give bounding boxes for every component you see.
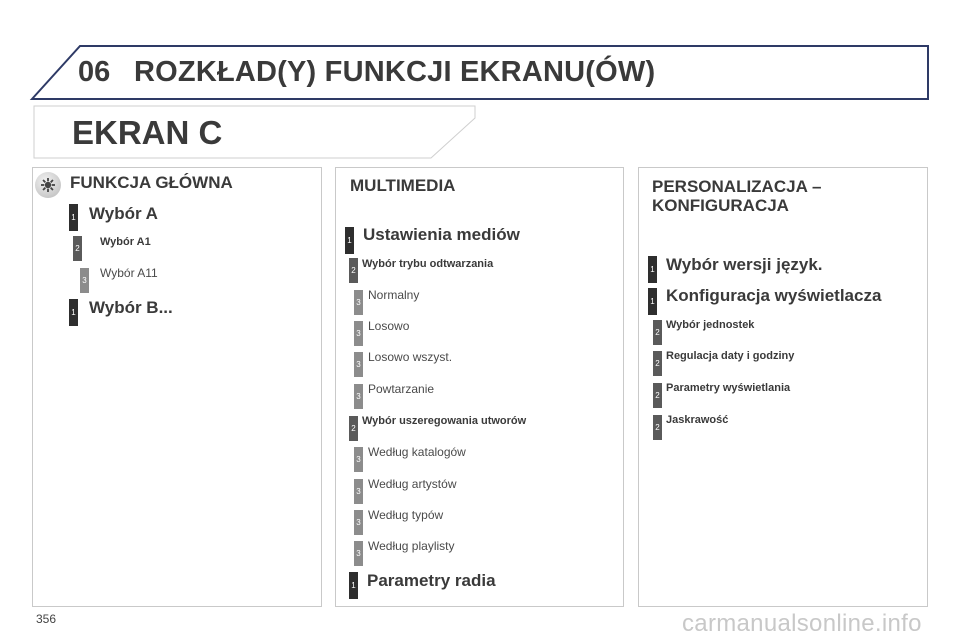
level-3-badge: 3 [80,268,89,293]
level-3-badge: 3 [354,321,363,346]
panel-title-multimedia: MULTIMEDIA [350,176,456,195]
panel-title-personalization: PERSONALIZACJA – [652,177,822,196]
level-3-badge: 3 [354,541,363,566]
level-2-badge: 2 [349,416,358,441]
menu-item-label: Ustawienia mediów [363,225,520,244]
level-2-badge: 2 [349,258,358,283]
level-1-badge: 1 [345,227,354,254]
page-number: 356 [36,612,57,626]
menu-item-label: Losowo [368,319,410,333]
menu-item-label: Konfiguracja wyświetlacza [666,286,882,305]
level-1-badge: 1 [349,572,358,599]
level-1-badge: 1 [648,256,657,283]
menu-item-label: Wybór A11 [100,266,158,280]
level-3-badge: 3 [354,290,363,315]
level-3-badge: 3 [354,510,363,535]
menu-item-label: Wybór uszeregowania utworów [362,415,527,427]
menu-item-label: Wybór trybu odtwarzania [362,258,494,270]
menu-item-label: Wybór A [89,204,158,223]
panel-personalization [638,167,928,607]
panel-title-personalization-line2: KONFIGURACJA [652,196,789,215]
level-3-badge: 3 [354,384,363,409]
level-3-badge: 3 [354,447,363,472]
menu-item-label: Losowo wszyst. [368,350,453,364]
level-2-badge: 2 [653,351,662,376]
chapter-title: ROZKŁAD(Y) FUNKCJI EKRANU(ÓW) [134,56,656,88]
menu-item-label: Normalny [368,288,420,302]
level-2-badge: 2 [653,383,662,408]
menu-item-label: Wybór wersji język. [666,255,823,274]
chapter-number: 06 [78,56,111,88]
menu-item-label: Wybór jednostek [666,319,755,331]
menu-item-label: Jaskrawość [666,414,729,426]
chapter-header-box [29,45,929,100]
header-frame [29,45,929,159]
screen-title-box [33,105,476,159]
menu-item-label: Wybór A1 [100,236,151,248]
menu-item-label: Według playlisty [368,539,455,553]
level-3-badge: 3 [354,352,363,377]
panel-title-main-function: FUNKCJA GŁÓWNA [70,173,233,192]
menu-item-label: Według typów [368,508,444,522]
menu-item-label: Powtarzanie [368,382,435,396]
level-2-badge: 2 [653,415,662,440]
level-1-badge: 1 [69,299,78,326]
menu-item-label: Wybór B... [89,298,173,317]
level-2-badge: 2 [73,236,82,261]
menu-item-label: Regulacja daty i godziny [666,350,795,362]
panel-main-function [32,167,322,607]
gear-icon [35,172,61,198]
panel-multimedia [335,167,624,607]
level-3-badge: 3 [354,479,363,504]
menu-item-label: Według katalogów [368,445,466,459]
level-2-badge: 2 [653,320,662,345]
watermark: carmanualsonline.info [682,610,922,637]
menu-item-label: Parametry wyświetlania [666,382,791,394]
menu-item-label: Według artystów [368,477,457,491]
menu-item-label: Parametry radia [367,571,496,590]
level-1-badge: 1 [69,204,78,231]
screen-title: EKRAN C [72,114,223,151]
level-1-badge: 1 [648,288,657,315]
